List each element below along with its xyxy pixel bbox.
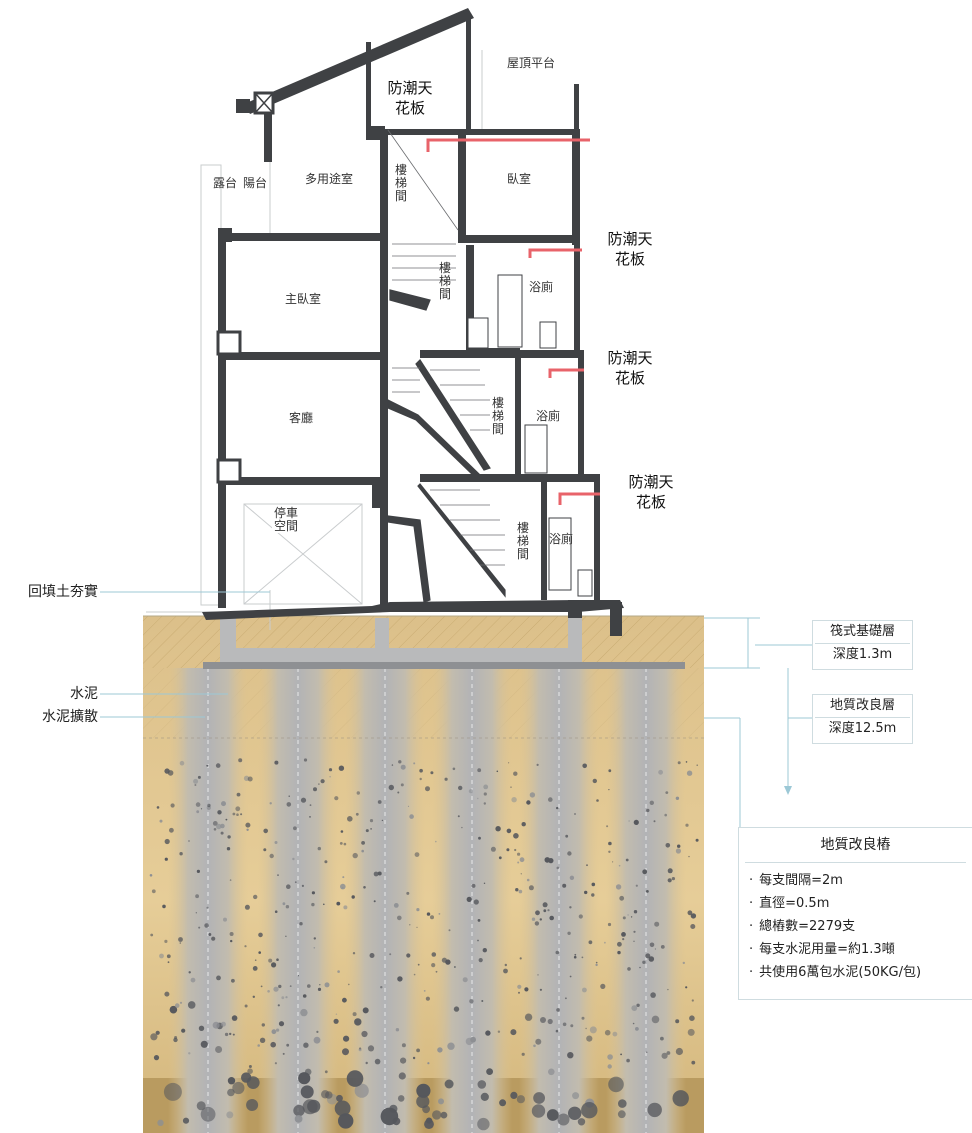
room-parking: 停車空間 <box>272 506 300 533</box>
room-multipurpose: 多用途室 <box>305 172 354 186</box>
raft-foundation-title: 筏式基礎層 <box>829 624 895 639</box>
room-stairs-1: 樓梯間 <box>394 163 407 203</box>
soil-improvement-title: 地質改良層 <box>829 698 895 713</box>
room-stairs-4: 樓梯間 <box>516 521 529 561</box>
room-stairs-3: 樓梯間 <box>491 396 504 436</box>
room-living: 客廳 <box>289 411 314 425</box>
room-bathroom-1: 浴廁 <box>529 280 554 294</box>
moisture-ceiling-label-2: 防潮天花板 <box>607 230 653 268</box>
pile-info-item: 總樁數=2279支 <box>749 915 972 938</box>
pile-info-panel: 地質改良樁 每支間隔=2m 直徑=0.5m 總樁數=2279支 每支水泥用量=約… <box>738 827 972 1000</box>
soil-improvement-depth: 深度12.5m <box>828 721 897 736</box>
cement-label: 水泥 <box>70 686 98 702</box>
pile-info-item: 共使用6萬包水泥(50KG/包) <box>749 961 972 984</box>
backfill-label: 回填土夯實 <box>28 584 98 600</box>
leader-lines <box>100 591 812 827</box>
divider <box>815 717 910 718</box>
raft-beam <box>220 618 582 662</box>
pile-info-item: 每支間隔=2m <box>749 869 972 892</box>
soil-improvement-box: 地質改良層 深度12.5m <box>812 694 913 744</box>
raft-foundation-depth: 深度1.3m <box>832 647 893 662</box>
building <box>146 8 624 636</box>
pile-info-item: 直徑=0.5m <box>749 892 972 915</box>
cement-spread-label: 水泥擴散 <box>42 709 98 725</box>
depth-arrow <box>784 786 792 795</box>
room-bathroom-3: 浴廁 <box>549 532 574 546</box>
room-rooftop: 屋頂平台 <box>507 56 556 70</box>
room-bathroom-2: 浴廁 <box>536 409 561 423</box>
room-bedroom: 臥室 <box>507 172 532 186</box>
moisture-ceiling-label-3: 防潮天花板 <box>607 349 653 387</box>
room-stairs-2: 樓梯間 <box>438 261 451 301</box>
room-balcony: 陽台 <box>243 176 268 190</box>
raft-foundation-box: 筏式基礎層 深度1.3m <box>812 620 913 670</box>
moisture-ceiling-label-4: 防潮天花板 <box>628 473 674 511</box>
soil-stones <box>149 758 699 1131</box>
room-dew-terrace: 露台 <box>213 176 238 190</box>
pile-info-title: 地質改良樁 <box>745 828 966 863</box>
divider <box>815 643 910 644</box>
pile-info-list: 每支間隔=2m 直徑=0.5m 總樁數=2279支 每支水泥用量=約1.3噸 共… <box>739 869 972 984</box>
moisture-ceiling-label-1: 防潮天花板 <box>386 78 434 118</box>
raft-slab <box>203 662 685 669</box>
room-master-bedroom: 主臥室 <box>285 292 322 306</box>
pile-info-item: 每支水泥用量=約1.3噸 <box>749 938 972 961</box>
